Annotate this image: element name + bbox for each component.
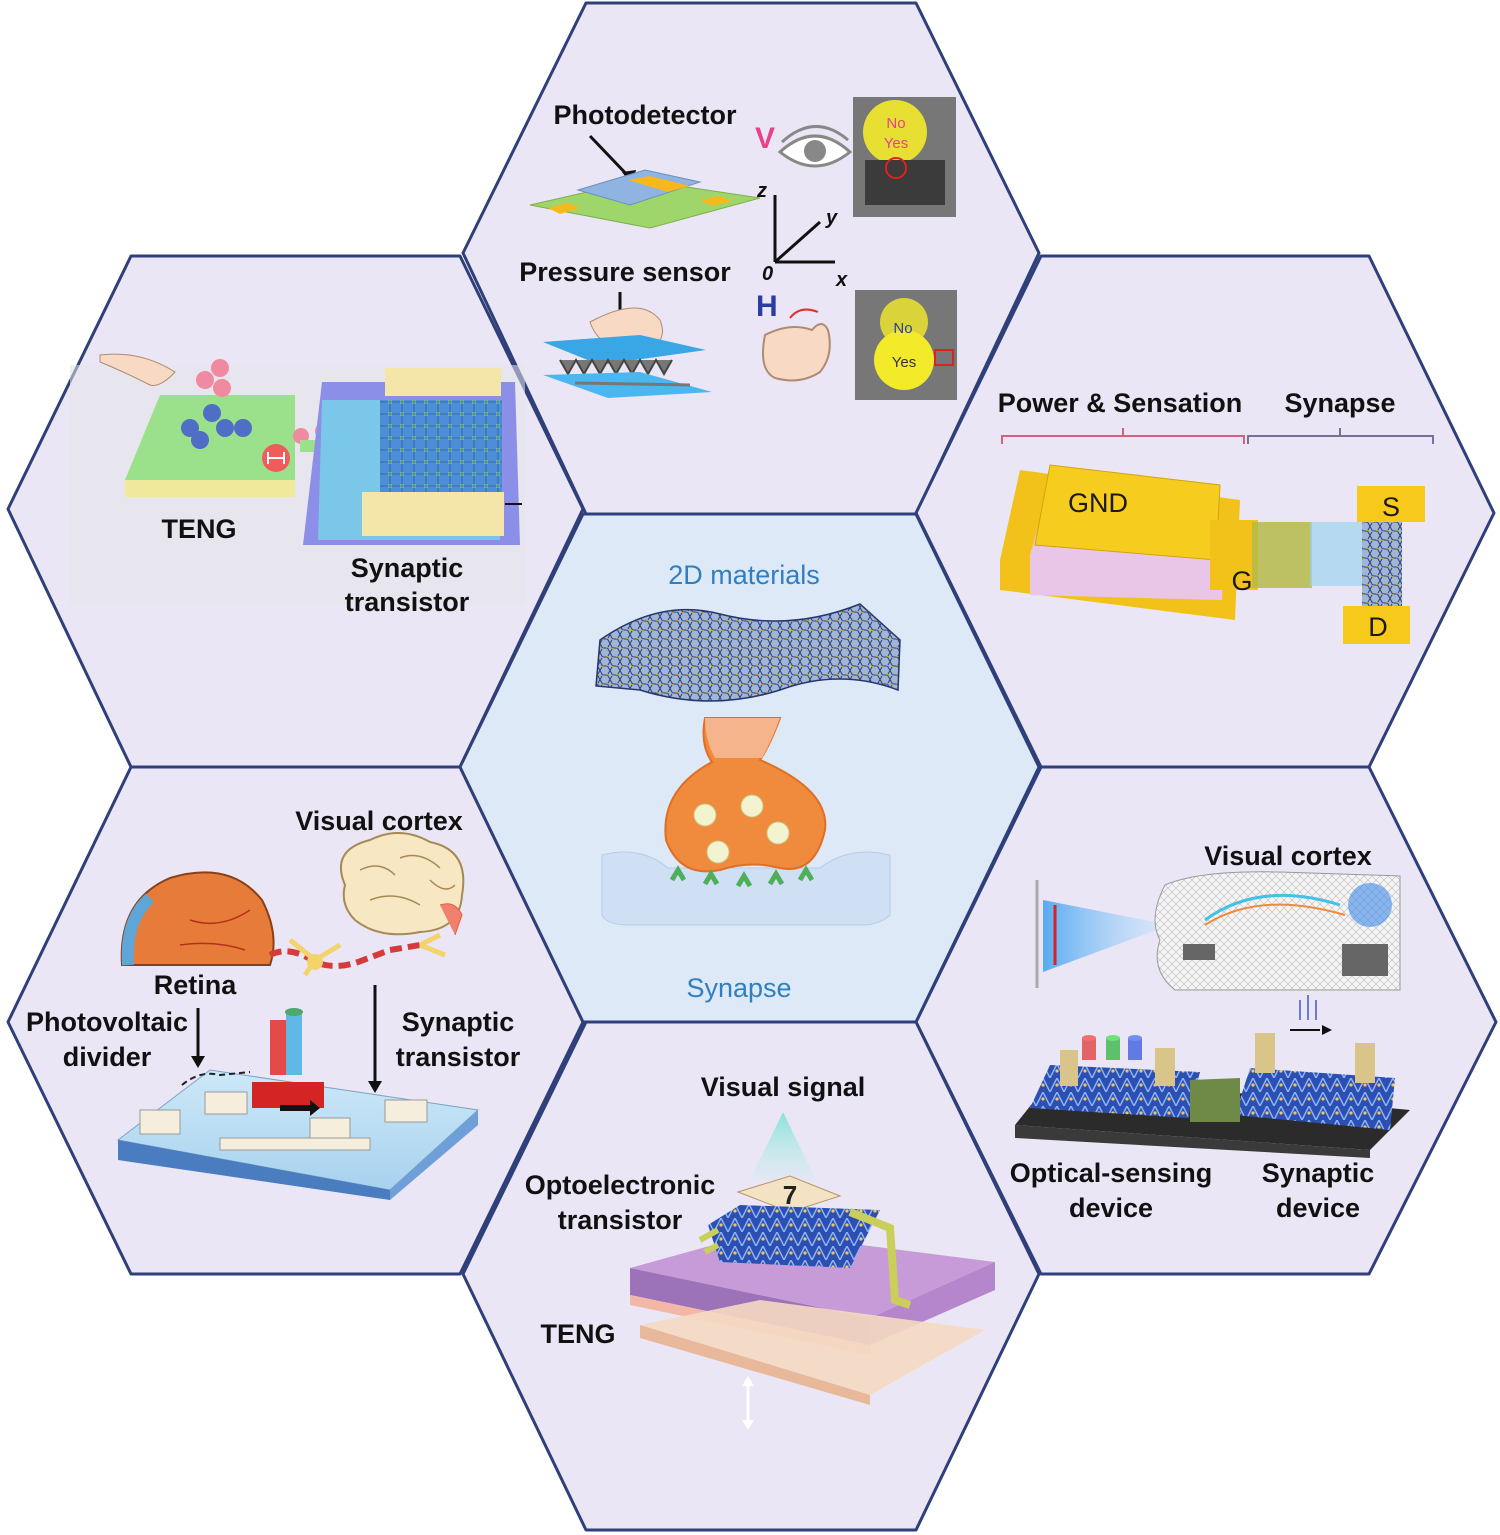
inset1-no: No [886, 115, 905, 132]
digit-seven: 7 [783, 1180, 797, 1210]
inset2-no: No [893, 320, 912, 337]
top-panel: Photodetector V z y x 0 [519, 97, 957, 400]
synapse-label: Synapse [1284, 388, 1395, 418]
optoelectronic-label-1: Optoelectronic [525, 1170, 716, 1200]
dual-device [1015, 995, 1410, 1158]
synaptic-transistor-label-1: Synaptic [402, 1007, 515, 1037]
hand-icon [762, 308, 831, 382]
teng-label: TENG [161, 514, 236, 544]
inset1-yes: Yes [884, 135, 908, 152]
negative-charge [181, 419, 199, 437]
lower-right-panel: Visual cortex [1010, 841, 1410, 1223]
retina-label: Retina [154, 970, 238, 1000]
vision-pathway [1035, 871, 1401, 991]
robot-inset-vision: No Yes [853, 97, 956, 217]
synaptic-transistor-label-2: transistor [396, 1042, 521, 1072]
optical-sensing-label-1: Optical-sensing [1010, 1158, 1213, 1188]
letter-h: H [756, 290, 778, 323]
positive-charge [211, 359, 229, 377]
visual-signal-label: Visual signal [701, 1072, 866, 1102]
synaptic-device-label-1: Synaptic [1262, 1158, 1375, 1188]
axis-y: y [825, 207, 838, 229]
lower-left-panel: Visual cortex Retina Photovoltaic divide… [26, 806, 521, 1200]
g-label: G [1231, 566, 1252, 596]
visual-cortex-label: Visual cortex [295, 806, 463, 836]
synaptic-transistor-label-1: Synaptic [351, 553, 464, 583]
optical-sensing-label-2: device [1069, 1193, 1153, 1223]
center-bottom-label: Synapse [686, 973, 791, 1003]
synaptic-device-label-2: device [1276, 1193, 1360, 1223]
lattice-sheet [595, 603, 901, 702]
teng-label: TENG [540, 1319, 615, 1349]
axis-x: x [835, 269, 848, 291]
center-panel: 2D materials Synapse [595, 560, 901, 1003]
photovoltaic-divider-label-2: divider [63, 1042, 152, 1072]
axis-origin: 0 [762, 263, 773, 285]
bottom-panel: Visual signal 7 Optoelectronic transisto… [525, 1072, 995, 1430]
signal-beam [750, 1112, 816, 1180]
axis-z: z [756, 180, 767, 202]
upper-right-panel: Power & Sensation Synapse GND G S D [998, 388, 1434, 644]
photodetector-device [529, 169, 761, 229]
synapse-bracket [1247, 428, 1434, 444]
center-top-label: 2D materials [668, 560, 820, 590]
chip-device [116, 1008, 480, 1200]
upper-left-panel: TENG Synaptic transistor [70, 353, 525, 617]
device-3d [1000, 464, 1425, 644]
optoelectronic-label-2: transistor [558, 1205, 683, 1235]
pressure-sensor-device [543, 307, 712, 398]
teng-stack [630, 1205, 995, 1430]
synaptic-transistor-label-2: transistor [345, 587, 470, 617]
power-bracket [1001, 428, 1245, 444]
photovoltaic-divider-label-1: Photovoltaic [26, 1007, 188, 1037]
letter-v: V [755, 122, 775, 155]
robot-inset-touch: No Yes [855, 290, 957, 400]
synapse-illustration [601, 717, 891, 926]
s-label: S [1382, 492, 1400, 522]
pressure-sensor-label: Pressure sensor [519, 257, 731, 287]
inset2-yes: Yes [892, 354, 916, 371]
eye-icon [777, 125, 853, 168]
axes-icon [773, 195, 835, 264]
d-label: D [1368, 612, 1388, 642]
power-sensation-label: Power & Sensation [998, 388, 1243, 418]
visual-cortex-label: Visual cortex [1204, 841, 1372, 871]
eye-anatomy [120, 871, 275, 966]
gnd-label: GND [1068, 488, 1128, 518]
photodetector-label: Photodetector [553, 100, 736, 130]
synaptic-transistor-device [303, 368, 522, 545]
digit-card: 7 [736, 1175, 842, 1213]
neuron-icon [268, 932, 446, 977]
brain-icon [340, 831, 465, 936]
